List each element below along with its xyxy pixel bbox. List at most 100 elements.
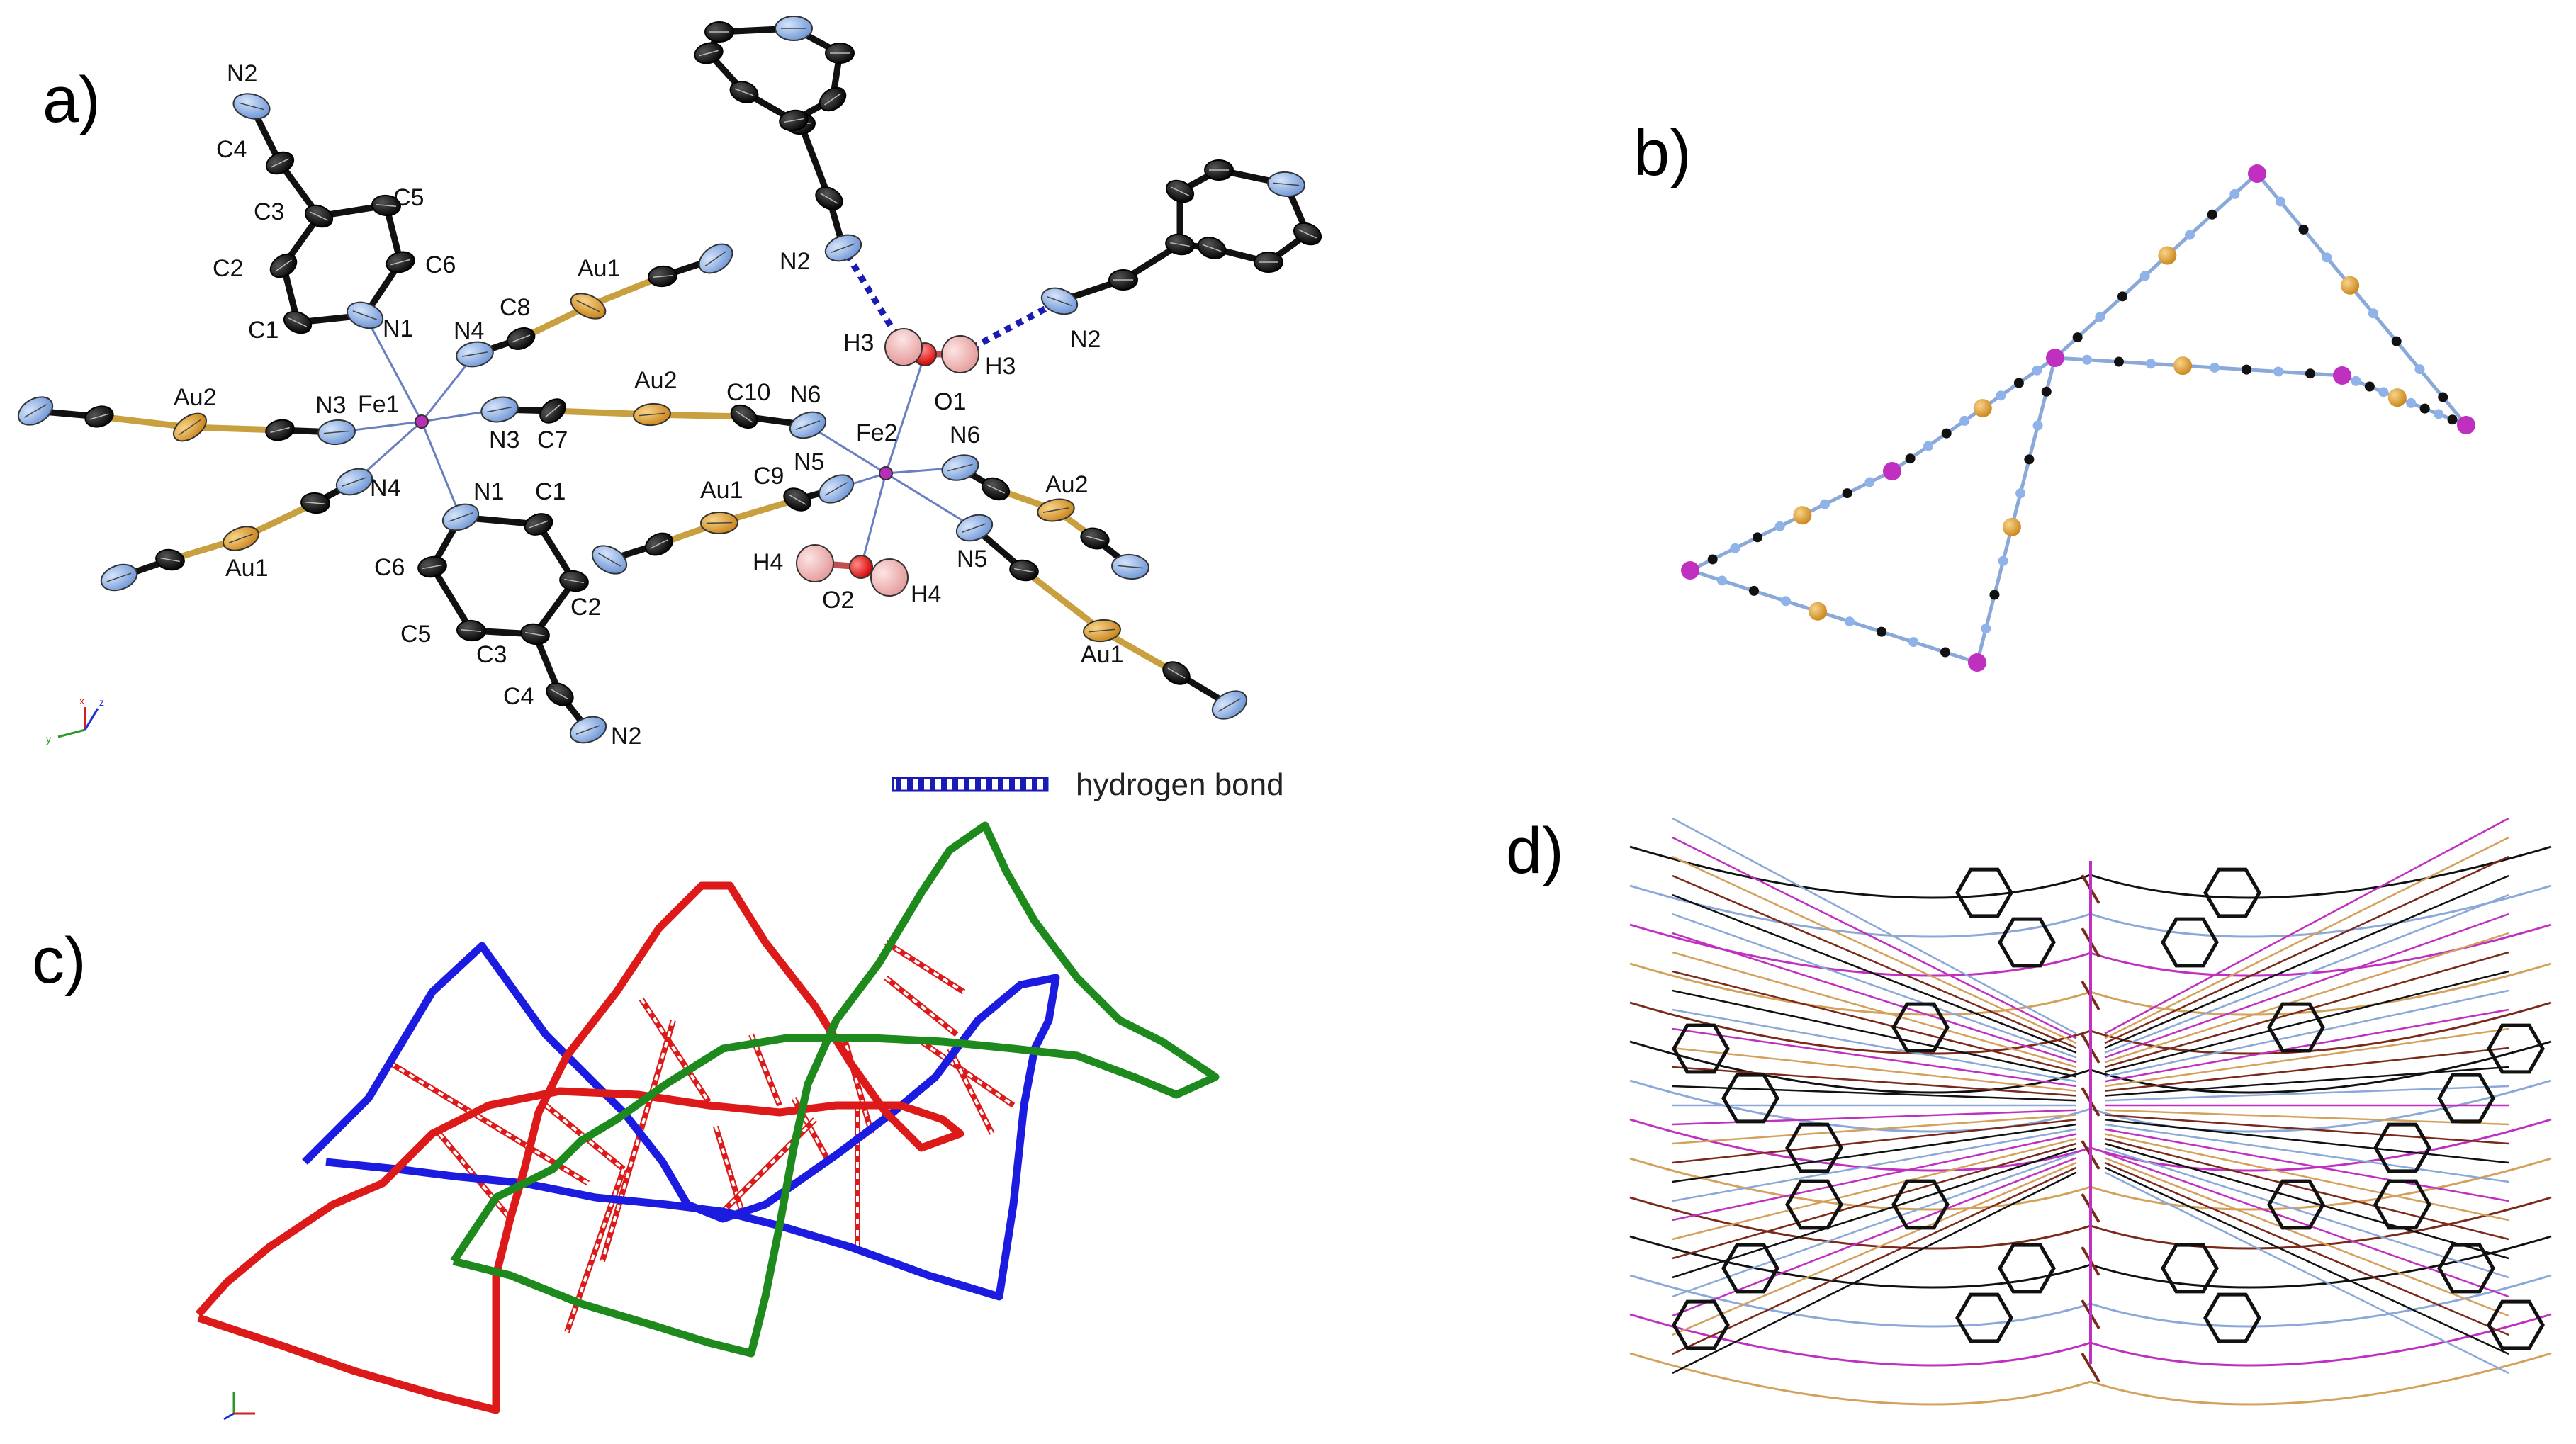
atom-ellipsoid-axis xyxy=(699,50,719,57)
hydrogen-bond-stripe xyxy=(601,1020,675,1262)
lattice-strand xyxy=(2104,970,2509,1073)
atom-ellipsoid-axis xyxy=(795,420,821,430)
network-atom xyxy=(1989,590,2000,600)
atom-ellipsoid-axis xyxy=(1047,296,1072,306)
atom-label-au2-mid: Au2 xyxy=(634,367,677,394)
network-node-iron xyxy=(2457,416,2475,434)
atom-label-fe2: Fe2 xyxy=(856,419,898,446)
lattice-strand xyxy=(1672,970,2077,1073)
atom-label-n5-mid: N5 xyxy=(794,449,824,475)
atom-ellipsoid-axis xyxy=(461,629,482,632)
bond xyxy=(364,314,423,423)
atom-h xyxy=(941,335,979,373)
atom-fe xyxy=(415,414,429,429)
lattice-strand xyxy=(2104,836,2509,1039)
network-atom xyxy=(2095,312,2105,322)
atom-ellipsoid-axis xyxy=(706,521,733,524)
lattice-strand xyxy=(1672,1171,2077,1375)
network-atom xyxy=(2242,364,2251,375)
atom-ellipsoid-axis xyxy=(529,520,549,529)
network-atom xyxy=(2185,230,2195,240)
atom-ellipsoid-axis xyxy=(270,427,290,434)
pyridine-ring xyxy=(2437,1243,2495,1294)
network-atom xyxy=(1998,555,2008,566)
atom-ellipsoid-axis xyxy=(1170,186,1190,196)
network-atom xyxy=(2305,368,2315,379)
network-atom xyxy=(1781,596,1791,607)
atom-label-n4-top: N4 xyxy=(454,317,484,344)
lattice-strand xyxy=(1672,1066,2077,1097)
atom-ellipsoid-axis xyxy=(704,250,727,267)
hydrogen-bond-legend-label: hydrogen bond xyxy=(1076,767,1284,802)
pyridine-ring xyxy=(2487,1023,2545,1074)
network-node-iron xyxy=(1681,561,1699,580)
axis-y-label: y xyxy=(46,733,51,745)
lattice-arc xyxy=(1629,1040,2091,1094)
atom-ellipsoid-axis xyxy=(288,317,308,327)
lattice-strand xyxy=(1672,1027,2077,1088)
bond xyxy=(1020,567,1106,634)
atom-ellipsoid-axis xyxy=(788,494,806,505)
atom-ellipsoid-axis xyxy=(564,578,584,584)
atom-ellipsoid-axis xyxy=(820,193,838,204)
lattice-strand xyxy=(2104,1066,2509,1097)
network-link xyxy=(2054,172,2259,359)
pyridine-ring xyxy=(2267,1002,2325,1053)
pyridine-ring xyxy=(1998,1243,2056,1294)
atom-label-n3-mid: N3 xyxy=(489,427,519,453)
pyridine-ring xyxy=(2203,867,2261,918)
lattice-strand xyxy=(1672,1008,2077,1083)
network-atom xyxy=(2322,252,2332,263)
network-atom xyxy=(1905,453,1916,464)
network-atom xyxy=(2146,359,2156,369)
network-atom xyxy=(2139,271,2150,281)
lattice-strand xyxy=(1672,1119,2077,1164)
lattice-strand xyxy=(1672,1142,2077,1260)
lattice-strand xyxy=(2104,1123,2509,1183)
network-atom xyxy=(2158,246,2177,265)
network-atom xyxy=(1842,488,1852,499)
network-atom xyxy=(2032,420,2043,431)
atom-ellipsoid-axis xyxy=(652,275,673,278)
atom-h xyxy=(870,558,909,597)
network-atom xyxy=(2387,388,2407,407)
network-atom xyxy=(2447,414,2458,425)
hydrogen-bond-stripe xyxy=(714,1126,746,1219)
network-atom xyxy=(1717,575,1727,586)
network-atom xyxy=(2173,356,2192,376)
atom-ellipsoid-axis xyxy=(576,300,600,312)
atom-ellipsoid-axis xyxy=(342,477,367,487)
atom-ellipsoid-axis xyxy=(544,404,561,418)
atom-ellipsoid-axis xyxy=(275,259,292,272)
hydrogen-bond-stripe xyxy=(948,1048,994,1134)
atom-ellipsoid-axis xyxy=(511,334,531,343)
network-atom xyxy=(2229,188,2240,199)
panel-c-axis-triad xyxy=(223,1392,255,1421)
atom-label-c8: C8 xyxy=(500,294,530,321)
atom-label-c4-low: C4 xyxy=(503,683,534,710)
network-atom xyxy=(1908,637,1918,648)
bond xyxy=(186,424,283,434)
panel-c-chains xyxy=(195,821,1220,1421)
atom-label-c5-low: C5 xyxy=(400,621,431,648)
atom-ellipsoid-axis xyxy=(1170,242,1190,247)
atom-label-h4-left: H4 xyxy=(753,549,783,576)
atom-ellipsoid-axis xyxy=(179,419,201,436)
atom-h xyxy=(796,544,834,582)
lattice-strand xyxy=(1672,1047,2077,1092)
bond xyxy=(884,472,976,529)
atom-ellipsoid-axis xyxy=(551,689,569,700)
pyridine-ring xyxy=(1721,1073,1779,1124)
pyridine-ring xyxy=(1672,1299,1730,1350)
bond xyxy=(96,413,193,431)
network-atom xyxy=(1707,554,1718,565)
atom-label-au1-far: Au1 xyxy=(1081,641,1124,668)
network-atom xyxy=(1959,415,1970,426)
lattice-strand xyxy=(2104,1161,2509,1336)
atom-ellipsoid-axis xyxy=(1273,182,1300,186)
lattice-arc xyxy=(1629,1274,2091,1328)
network-atom xyxy=(2002,517,2021,536)
lattice-core xyxy=(2081,1352,2100,1383)
lattice-arc xyxy=(2090,845,2552,899)
panel-d-lattice xyxy=(1629,817,2552,1406)
